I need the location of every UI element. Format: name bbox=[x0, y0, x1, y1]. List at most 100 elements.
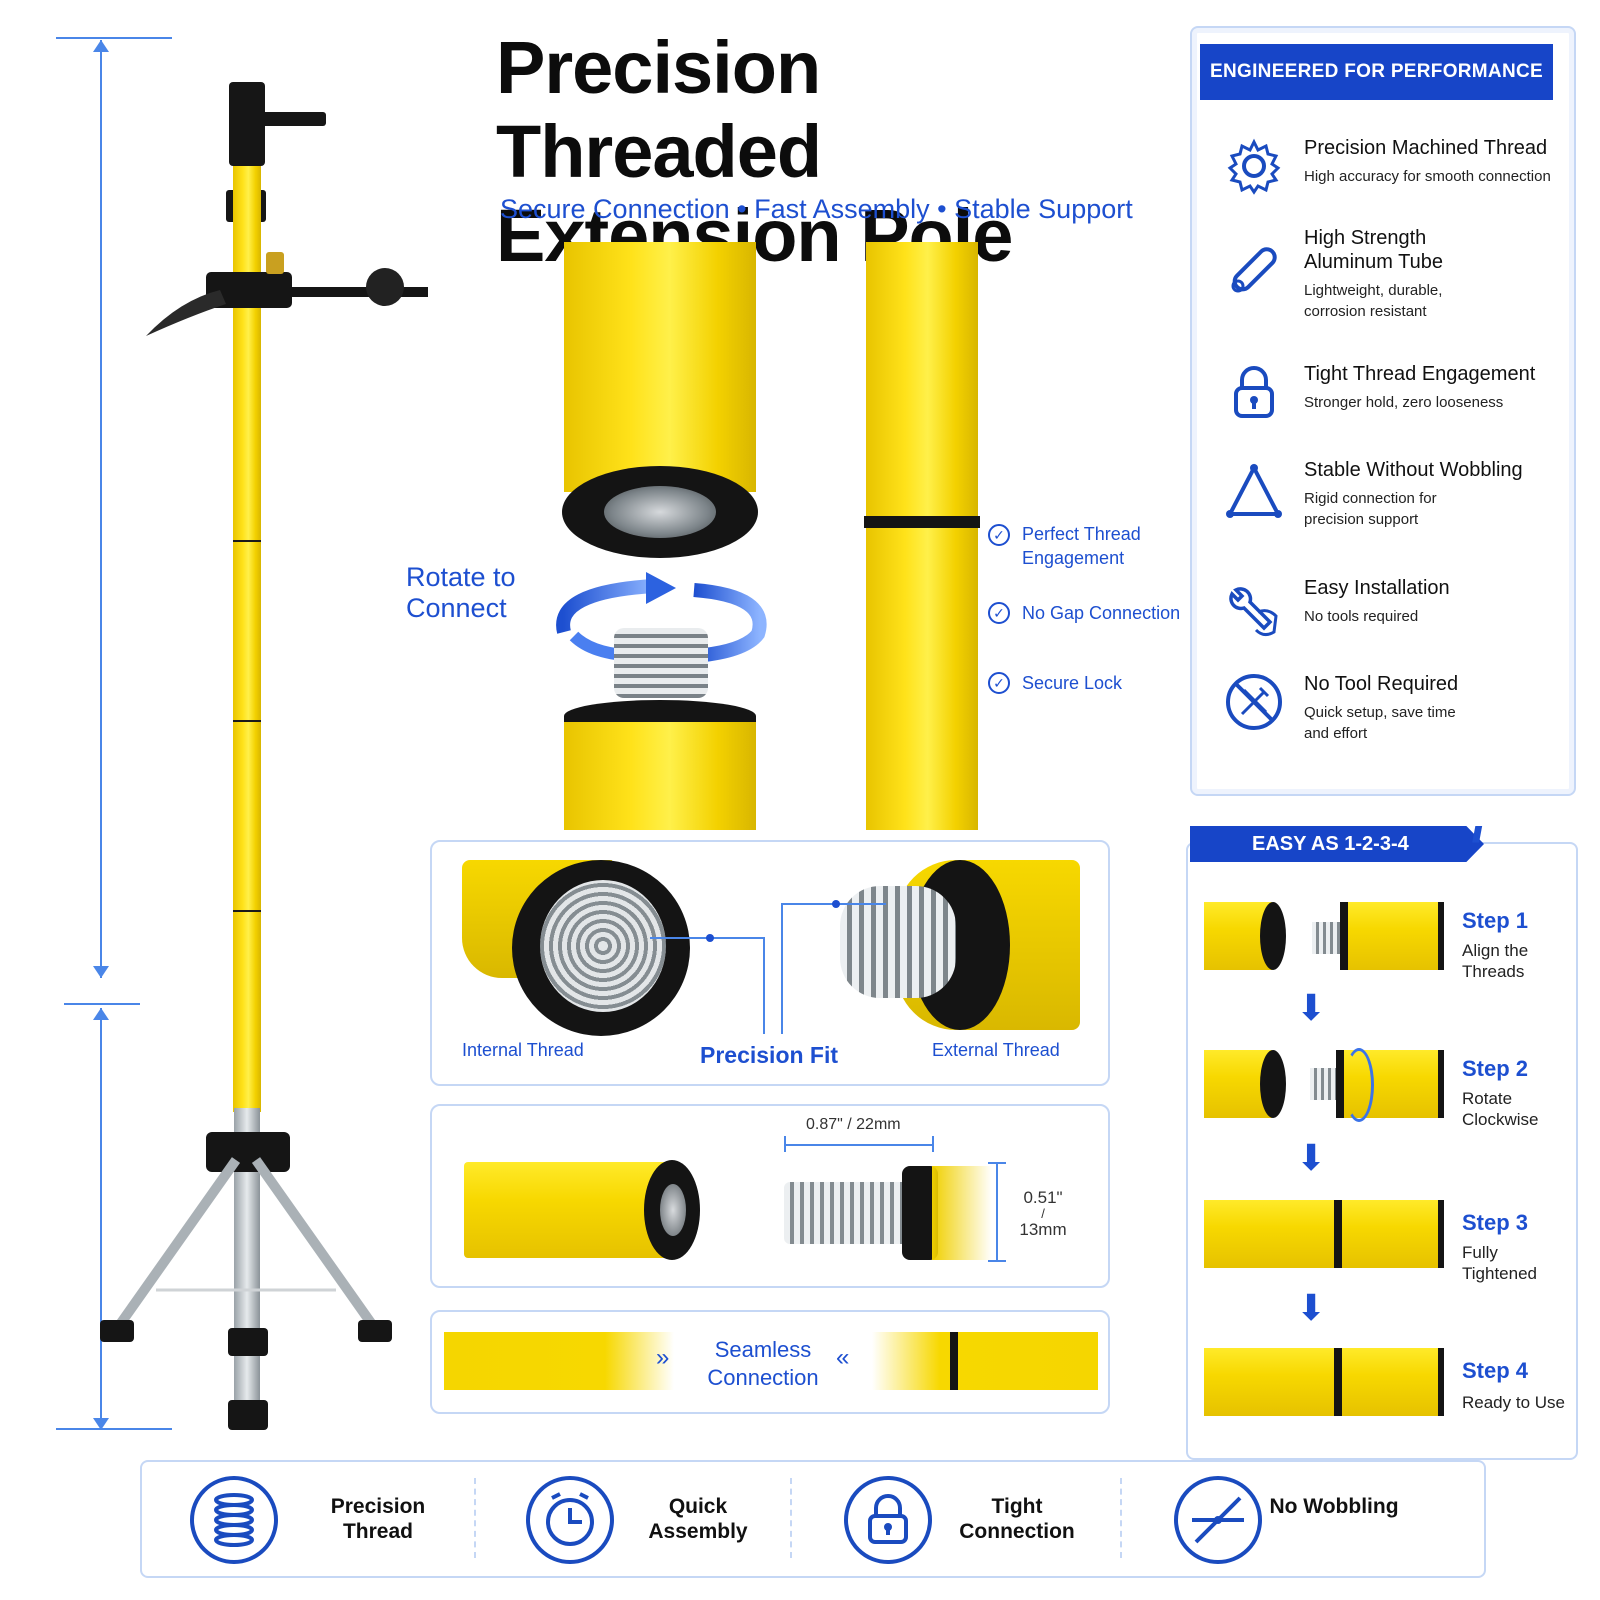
dim-upper-line bbox=[100, 40, 102, 978]
check-icon: ✓ bbox=[988, 524, 1010, 546]
dim-arrow-up bbox=[93, 40, 109, 52]
clamp-brass-screw bbox=[266, 252, 284, 274]
arrow-down-icon: ⬇ bbox=[1296, 987, 1327, 1028]
dim-mid-tick bbox=[64, 1003, 140, 1005]
page-subtitle: Secure Connection • Fast Assembly • Stab… bbox=[500, 194, 1133, 224]
diameter-sep: / bbox=[1041, 1206, 1045, 1221]
arrow-down-icon: ⬇ bbox=[1296, 1137, 1327, 1178]
no-wobble-icon bbox=[1174, 1476, 1262, 1564]
seamless-box bbox=[430, 1310, 1110, 1414]
length-dim-line bbox=[784, 1144, 934, 1146]
dimension-stud bbox=[784, 1182, 908, 1244]
diameter-dim-line bbox=[996, 1162, 998, 1262]
feature-item: Easy Installation No tools required bbox=[1224, 576, 1564, 666]
feature-desc: Quick setup, save time and effort bbox=[1304, 704, 1456, 742]
step2-stud bbox=[1310, 1068, 1338, 1100]
step4-joint bbox=[1334, 1348, 1342, 1416]
benefit-item: No Wobbling bbox=[1174, 1472, 1464, 1568]
check-icon: ✓ bbox=[988, 602, 1010, 624]
step4-tube bbox=[1204, 1348, 1444, 1416]
diameter-dim-tick bbox=[988, 1162, 1006, 1164]
benefits-bar bbox=[140, 1460, 1486, 1578]
tube-icon bbox=[1231, 247, 1277, 293]
feature-desc: High accuracy for smooth connection bbox=[1304, 168, 1551, 185]
external-thread-label: External Thread bbox=[932, 1040, 1060, 1060]
feature-title: Stable Without Wobbling bbox=[1304, 459, 1523, 481]
feature-panel bbox=[1190, 26, 1576, 796]
diameter-mm: 13mm bbox=[1019, 1220, 1067, 1239]
dim-arrow-down bbox=[93, 966, 109, 978]
length-dim-label: 0.87" / 22mm bbox=[806, 1116, 901, 1133]
precision-fit-label: Precision Fit bbox=[700, 1042, 839, 1068]
divider bbox=[474, 1478, 476, 1558]
feature-title: Easy Installation bbox=[1304, 577, 1450, 599]
step-label: Step 1 bbox=[1462, 908, 1529, 933]
pole-top-arm bbox=[262, 112, 326, 126]
lock-icon bbox=[844, 1476, 932, 1564]
check-item-1: Perfect Thread Engagement bbox=[1022, 524, 1141, 568]
feature-desc: No tools required bbox=[1304, 608, 1419, 625]
internal-thread-rings bbox=[540, 880, 666, 1012]
feature-panel-header: ENGINEERED FOR PERFORMANCE bbox=[1200, 44, 1553, 100]
dimension-tube-left bbox=[464, 1162, 674, 1258]
benefit-label: Tight Connection bbox=[959, 1495, 1075, 1543]
rotate-label: Rotate to Connect bbox=[406, 562, 516, 623]
step-desc: Rotate Clockwise bbox=[1462, 1089, 1539, 1129]
dimension-box bbox=[430, 1104, 1110, 1288]
diameter-in: 0.51" bbox=[1023, 1188, 1063, 1207]
feature-item: High Strength Aluminum Tube Lightweight,… bbox=[1224, 226, 1564, 326]
tripod-foot bbox=[228, 1400, 268, 1430]
internal-thread-label: Internal Thread bbox=[462, 1040, 584, 1060]
wrench-hand-icon bbox=[1229, 587, 1278, 637]
dim-arrow-up-2 bbox=[93, 1008, 109, 1020]
chevrons-left-icon: « bbox=[836, 1344, 850, 1371]
seamless-tube-right bbox=[872, 1332, 1098, 1390]
dimension-tube-bore bbox=[660, 1184, 686, 1236]
step1-tube-cap bbox=[1260, 902, 1286, 970]
benefit-label: Precision Thread bbox=[330, 1495, 426, 1543]
dimension-stud-tube-fade bbox=[932, 1166, 992, 1260]
step-desc: Ready to Use bbox=[1462, 1393, 1565, 1412]
chevrons-right-icon: » bbox=[656, 1344, 670, 1371]
triangle-icon bbox=[1226, 463, 1282, 518]
gear-icon bbox=[1227, 138, 1281, 195]
check-item-3: Secure Lock bbox=[1022, 673, 1123, 693]
upper-tube bbox=[564, 242, 756, 492]
divider bbox=[790, 1478, 792, 1558]
step3-tube bbox=[1204, 1200, 1444, 1268]
spring-icon bbox=[190, 1476, 278, 1564]
feature-item: Stable Without Wobbling Rigid connection… bbox=[1224, 458, 1564, 558]
seamless-tube-left bbox=[444, 1332, 674, 1390]
length-dim-tick bbox=[784, 1136, 786, 1152]
feature-item: No Tool Required Quick setup, save time … bbox=[1224, 672, 1564, 762]
clamp-arm bbox=[290, 287, 428, 297]
external-thread-stud bbox=[614, 628, 708, 698]
no-tools-icon bbox=[1226, 674, 1282, 730]
step-label: Step 3 bbox=[1462, 1210, 1529, 1235]
thread-detail-box bbox=[430, 840, 1110, 1086]
step1-tube-right bbox=[1340, 902, 1444, 970]
dim-lower-line bbox=[100, 1008, 102, 1428]
diameter-dim-label: 0.51" / 13mm bbox=[1018, 1188, 1068, 1240]
seamless-joint bbox=[950, 1332, 958, 1390]
step-desc: Align the Threads bbox=[1462, 941, 1529, 981]
benefit-item: Precision Thread bbox=[190, 1472, 480, 1568]
step3-joint bbox=[1334, 1200, 1342, 1268]
pole-top-cap bbox=[229, 82, 265, 166]
steps-header: EASY AS 1-2-3-4 bbox=[1190, 826, 1484, 862]
dim-top-tick bbox=[56, 37, 172, 39]
seamless-label: Seamless Connection bbox=[707, 1337, 819, 1390]
feature-item: Tight Thread Engagement Stronger hold, z… bbox=[1224, 362, 1564, 452]
benefit-item: Quick Assembly bbox=[526, 1472, 816, 1568]
lock-icon bbox=[1234, 366, 1274, 418]
step-desc: Fully Tightened bbox=[1462, 1243, 1537, 1283]
feature-desc: Lightweight, durable, corrosion resistan… bbox=[1304, 282, 1443, 320]
length-dim-tick bbox=[932, 1136, 934, 1152]
benefit-label: Quick Assembly bbox=[648, 1495, 748, 1543]
feature-title: Precision Machined Thread bbox=[1304, 137, 1548, 159]
step1-stud bbox=[1312, 922, 1342, 954]
arrow-down-icon: ⬇ bbox=[1296, 1287, 1327, 1328]
clamp-hook bbox=[146, 290, 226, 336]
clock-icon bbox=[526, 1476, 614, 1564]
check-icon: ✓ bbox=[988, 672, 1010, 694]
